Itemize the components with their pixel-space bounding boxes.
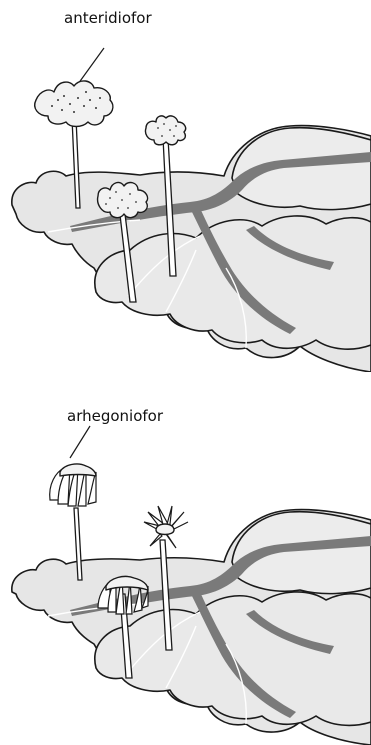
antheridiophore-leader-line <box>78 48 104 84</box>
thallus-antheridiophore-illustration <box>0 0 371 372</box>
thallus-archegoniophore-illustration <box>0 372 371 745</box>
archegoniophore-head <box>50 464 96 506</box>
archegoniophore-leader-line <box>70 426 90 458</box>
antheridiophore-head <box>35 81 113 127</box>
antheridiophore-head <box>145 116 185 145</box>
archegoniophore-head <box>144 506 188 548</box>
